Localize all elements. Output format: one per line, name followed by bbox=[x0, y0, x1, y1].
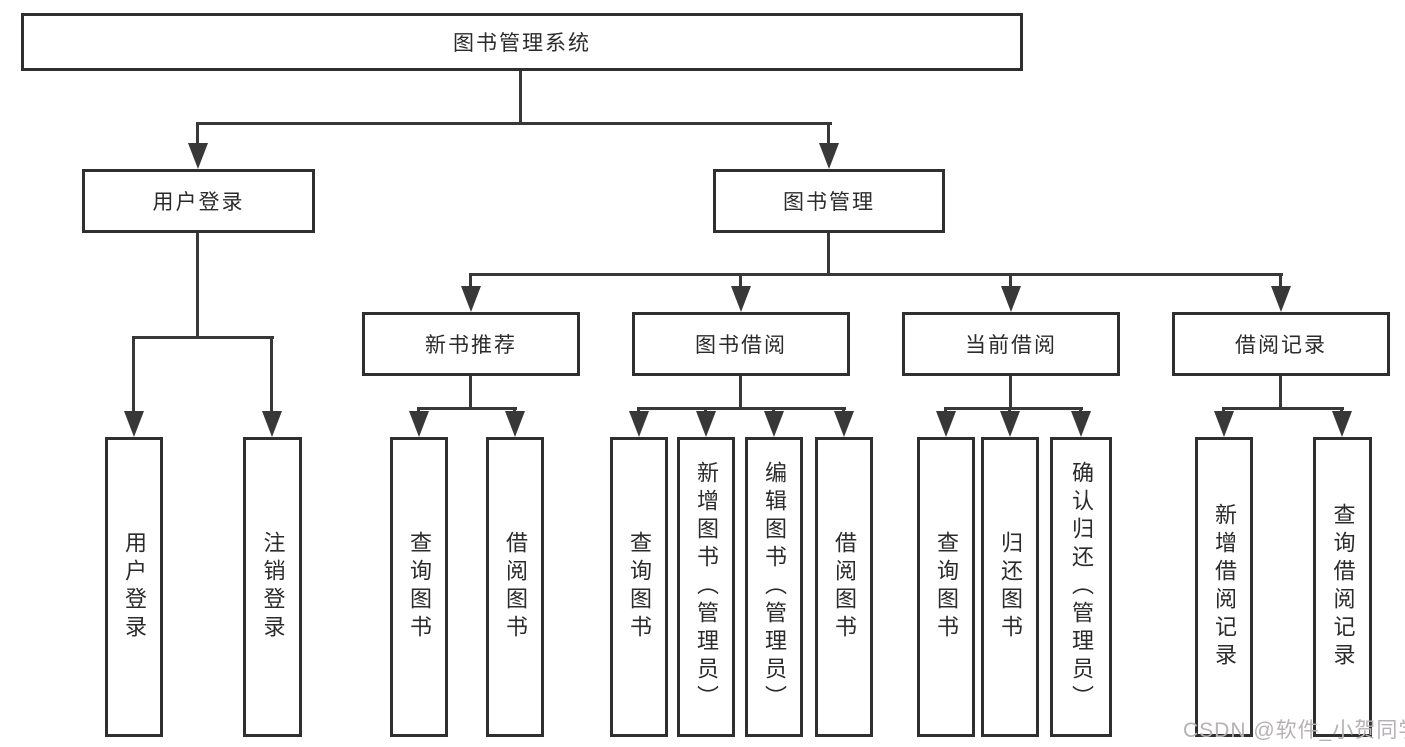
leaf-label: 借阅图书 bbox=[503, 531, 528, 643]
arrow-down-icon bbox=[834, 411, 854, 437]
connector-line bbox=[1222, 407, 1344, 410]
arrow-down-icon bbox=[262, 411, 282, 437]
leaf-return-books: 归还图书 bbox=[981, 437, 1039, 737]
leaf-label: 查询图书 bbox=[407, 531, 432, 643]
arrow-down-icon bbox=[1271, 286, 1291, 312]
csdn-watermark: CSDN @软件_小贺同学 bbox=[1183, 719, 1405, 742]
node-label: 用户登录 bbox=[152, 191, 245, 214]
node-book-borrowing: 图书借阅 bbox=[632, 312, 850, 376]
connector-line bbox=[1279, 376, 1282, 410]
leaf-label: 编辑图书（管理员） bbox=[762, 461, 787, 713]
node-borrowing-records: 借阅记录 bbox=[1172, 312, 1390, 376]
connector-line bbox=[944, 407, 1083, 410]
node-label: 图书管理系统 bbox=[453, 32, 591, 55]
leaf-label: 借阅图书 bbox=[832, 531, 857, 643]
node-new-book-recommendation: 新书推荐 bbox=[362, 312, 580, 376]
leaf-add-borrow-record: 新增借阅记录 bbox=[1195, 437, 1253, 737]
connector-line bbox=[132, 336, 135, 413]
arrow-down-icon bbox=[819, 143, 839, 169]
leaf-logout: 注销登录 bbox=[243, 437, 302, 737]
leaf-label: 确认归还（管理员） bbox=[1069, 461, 1094, 713]
connector-line bbox=[739, 376, 742, 410]
node-book-management: 图书管理 bbox=[713, 169, 945, 233]
connector-line bbox=[1009, 376, 1012, 410]
arrow-down-icon bbox=[124, 411, 144, 437]
connector-line bbox=[827, 233, 830, 276]
connector-line bbox=[196, 122, 199, 145]
arrow-down-icon bbox=[764, 411, 784, 437]
arrow-down-icon bbox=[409, 411, 429, 437]
connector-line bbox=[1279, 273, 1282, 288]
connector-line bbox=[739, 273, 742, 288]
leaf-label: 注销登录 bbox=[260, 531, 286, 643]
leaf-edit-books-admin: 编辑图书（管理员） bbox=[745, 437, 803, 737]
connector-line bbox=[270, 336, 273, 413]
connector-line bbox=[196, 233, 199, 336]
connector-line bbox=[637, 407, 846, 410]
node-book-management-system: 图书管理系统 bbox=[21, 13, 1023, 71]
leaf-borrow-books: 借阅图书 bbox=[815, 437, 873, 737]
arrow-down-icon bbox=[461, 286, 481, 312]
leaf-query-books-borrowing: 查询图书 bbox=[610, 437, 668, 737]
node-label: 当前借阅 bbox=[965, 334, 1057, 357]
arrow-down-icon bbox=[1001, 286, 1021, 312]
arrow-down-icon bbox=[696, 411, 716, 437]
node-label: 图书管理 bbox=[783, 191, 875, 214]
leaf-user-login: 用户登录 bbox=[105, 437, 163, 737]
arrow-down-icon bbox=[505, 411, 525, 437]
leaf-label: 查询图书 bbox=[934, 531, 959, 643]
connector-line bbox=[519, 71, 522, 122]
connector-line bbox=[417, 407, 517, 410]
leaf-label: 归还图书 bbox=[998, 531, 1023, 643]
node-current-borrowing: 当前借阅 bbox=[902, 312, 1120, 376]
arrow-down-icon bbox=[731, 286, 751, 312]
node-label: 图书借阅 bbox=[695, 334, 787, 357]
leaf-query-books-recommendation: 查询图书 bbox=[390, 437, 448, 737]
leaf-borrow-books-recommendation: 借阅图书 bbox=[486, 437, 544, 737]
arrow-down-icon bbox=[629, 411, 649, 437]
leaf-label: 新增借阅记录 bbox=[1212, 503, 1237, 671]
connector-line bbox=[1009, 273, 1012, 288]
leaf-label: 查询借阅记录 bbox=[1330, 503, 1356, 671]
arrow-down-icon bbox=[936, 411, 956, 437]
node-user-login: 用户登录 bbox=[82, 169, 315, 233]
node-label: 借阅记录 bbox=[1235, 334, 1327, 357]
connector-line bbox=[827, 122, 830, 145]
leaf-label: 查询图书 bbox=[627, 531, 652, 643]
connector-line bbox=[469, 376, 472, 410]
connector-line bbox=[469, 273, 472, 288]
arrow-down-icon bbox=[188, 143, 208, 169]
arrow-down-icon bbox=[1000, 411, 1020, 437]
leaf-confirm-return-admin: 确认归还（管理员） bbox=[1050, 437, 1112, 737]
arrow-down-icon bbox=[1214, 411, 1234, 437]
leaf-query-books-current: 查询图书 bbox=[917, 437, 975, 737]
leaf-add-books-admin: 新增图书（管理员） bbox=[677, 437, 735, 737]
connector-line bbox=[469, 273, 1283, 276]
leaf-query-borrow-record: 查询借阅记录 bbox=[1313, 437, 1372, 737]
connector-line bbox=[196, 122, 832, 125]
leaf-label: 用户登录 bbox=[122, 531, 147, 643]
connector-line bbox=[132, 336, 274, 339]
arrow-down-icon bbox=[1071, 411, 1091, 437]
leaf-label: 新增图书（管理员） bbox=[694, 461, 719, 713]
node-label: 新书推荐 bbox=[425, 334, 517, 357]
arrow-down-icon bbox=[1332, 411, 1352, 437]
